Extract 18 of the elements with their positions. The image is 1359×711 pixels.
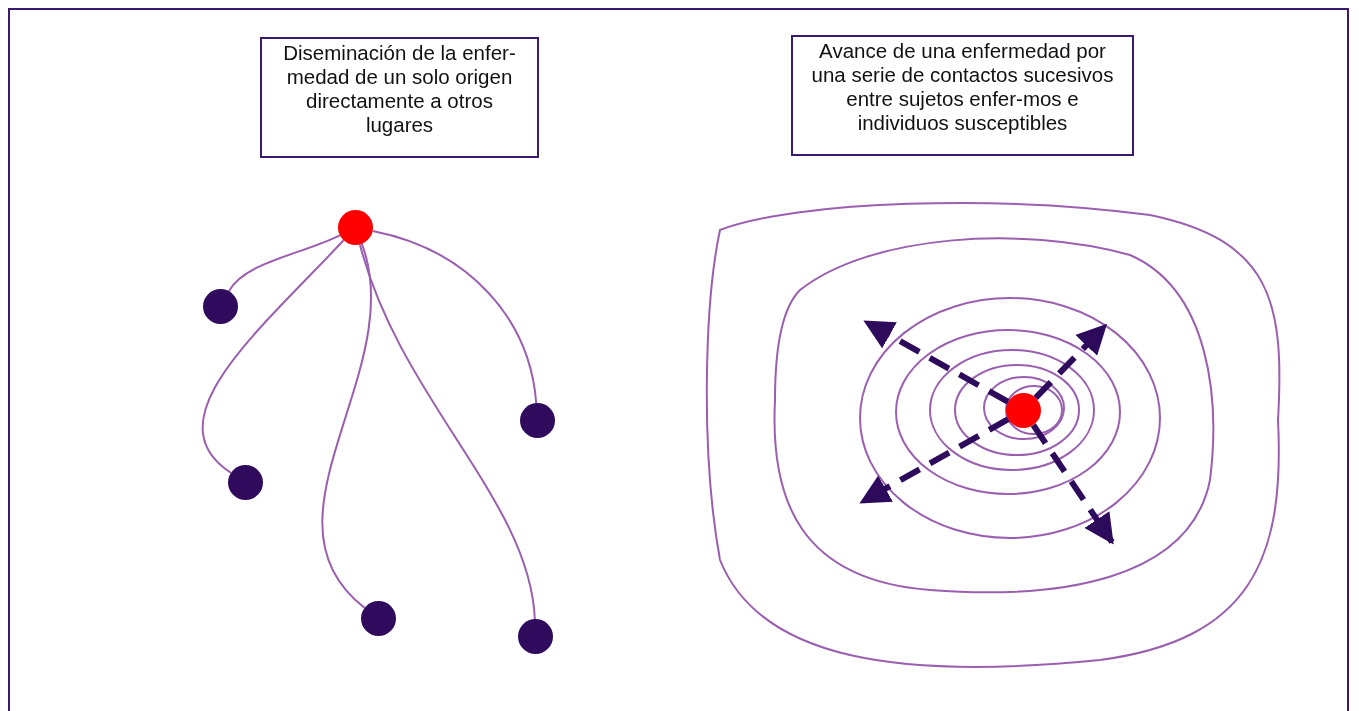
destination-dot xyxy=(228,465,263,500)
origin-dot xyxy=(338,210,373,245)
caption-box: Avance de una enfermedad por una serie de contactos sucesivos entre sujetos enfer-mos e individuos susceptibles xyxy=(791,35,1134,156)
dashed-arrow xyxy=(1033,323,1108,400)
destination-dot xyxy=(518,619,553,654)
destination-dot xyxy=(520,403,555,438)
destination-dot xyxy=(361,601,396,636)
dashed-arrow xyxy=(859,416,1010,505)
dashed-arrow xyxy=(1030,423,1115,545)
connecting-line xyxy=(201,239,345,474)
dashed-arrow xyxy=(863,319,1010,405)
caption-box: Diseminación de la enfer-medad de un solo origen directamente a otros lugares xyxy=(260,37,539,158)
connecting-line xyxy=(358,243,536,620)
connecting-line xyxy=(321,242,372,609)
destination-dot xyxy=(203,289,238,324)
origin-dot xyxy=(1006,393,1041,428)
connecting-line xyxy=(227,234,341,293)
connecting-line xyxy=(371,229,538,404)
